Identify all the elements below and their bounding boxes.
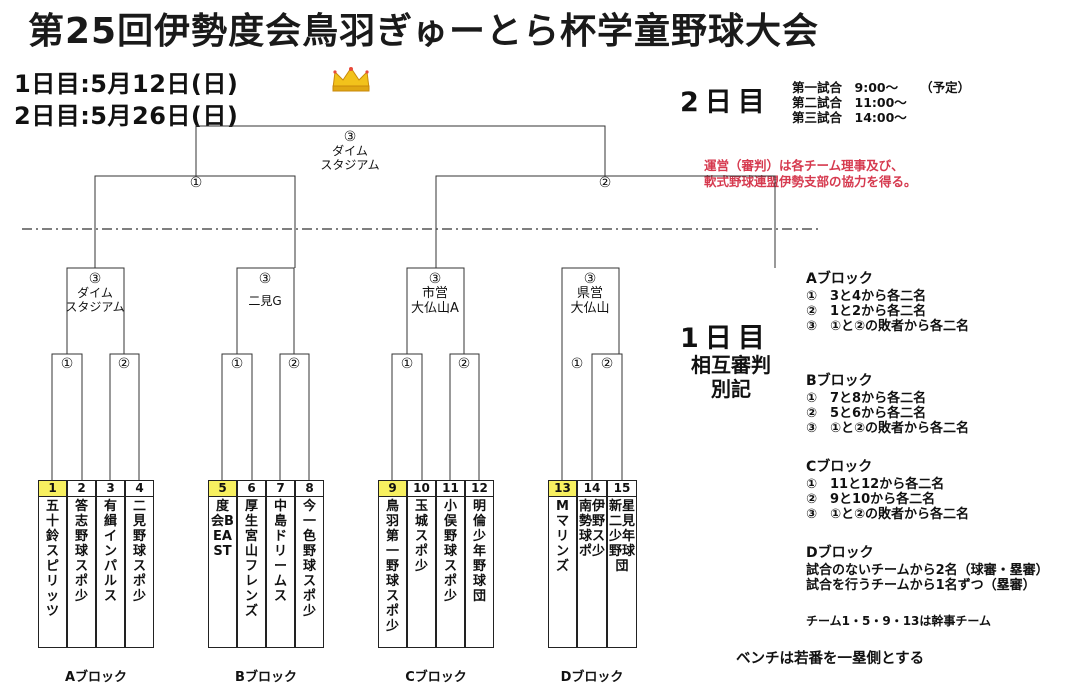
block-b-label: Bブロック [235, 670, 297, 685]
block-c-game2-line [449, 353, 480, 480]
schedule-note: （予定） [920, 80, 971, 95]
block-b-game2-line [279, 353, 310, 480]
block-d-umpires: Dブロック 試合のないチームから2名（球審・塁審） 試合を行うチームから1名ずつ… [806, 545, 1049, 594]
umpire-notice: 運営（審判）は各チーム理事及び、 軟式野球連盟伊勢支部の協力を得る。 [704, 158, 917, 189]
schedule-game-3: 第三試合 14:00〜 [792, 110, 907, 125]
block-d-final-line [561, 267, 620, 354]
block-d-game2-label: ② [600, 356, 614, 372]
block-b-final-label: ③ 二見G [248, 271, 282, 308]
crown-icon [332, 67, 370, 92]
block-a-umpires: Aブロック ① 3と4から各二名 ② 1と2から各二名 ③ ①と②の敗者から各二… [806, 271, 970, 335]
schedule-game-1: 第一試合 9:00〜 [792, 80, 899, 95]
day2-heading: 2日目 [680, 87, 771, 118]
semi-left-label: ① [189, 175, 203, 191]
block-a-final-line [66, 267, 125, 354]
block-b-umpires: Bブロック ① 7と8から各二名 ② 5と6から各二名 ③ ①と②の敗者から各二… [806, 373, 970, 437]
day2-schedule: 第一試合 9:00〜 （予定） 第二試合 11:00〜 第三試合 14:00〜 [792, 80, 970, 125]
block-c-game2-label: ② [457, 356, 471, 372]
host-teams-note: チーム1・5・9・13は幹事チーム [806, 614, 992, 628]
block-d-label: Dブロック [560, 670, 624, 685]
bench-note: ベンチは若番を一塁側とする [736, 651, 925, 667]
block-c-final-label: ③ 市営 大仏山A [411, 271, 459, 316]
block-c-game1-label: ① [400, 356, 414, 372]
block-a-game1-line [51, 353, 83, 480]
day2-date: 2日目:5月26日(日) [14, 102, 239, 130]
block-b-game2-label: ② [287, 356, 301, 372]
block-b-game1-label: ① [230, 356, 244, 372]
block-a-game2-label: ② [117, 356, 131, 372]
semi-left-line [94, 175, 296, 268]
block-a-game2-line [109, 353, 140, 480]
block-a-game1-label: ① [60, 356, 74, 372]
block-c-final-line [406, 267, 465, 354]
block-b-game1-line [221, 353, 253, 480]
day1-date: 1日目:5月12日(日) [14, 70, 239, 98]
block-a-final-label: ③ ダイム スタジアム [65, 271, 125, 314]
block-c-umpires: Cブロック ① 11と12から各二名 ② 9と10から各二名 ③ ①と②の敗者か… [806, 459, 970, 523]
semi-right-line [435, 175, 776, 268]
block-d-game1-label: ① [570, 356, 584, 372]
block-b-final-line [236, 267, 295, 354]
block-c-label: Cブロック [405, 670, 467, 685]
block-a-label: Aブロック [64, 670, 128, 685]
block-d-game-line [591, 353, 623, 480]
schedule-game-2: 第二試合 11:00〜 [792, 95, 907, 110]
final-label: ③ ダイム スタジアム [320, 129, 380, 172]
block-c-game1-line [391, 353, 423, 480]
page-title: 第25回伊勢度会鳥羽ぎゅーとら杯学童野球大会 [28, 11, 820, 52]
semi-right-label: ② [598, 175, 612, 191]
day1-heading: 1日目 [680, 323, 771, 354]
referee-note: 相互審判 別記 [691, 353, 771, 401]
final-line [195, 125, 606, 176]
block-d-final-label: ③ 県営 大仏山 [570, 271, 610, 316]
